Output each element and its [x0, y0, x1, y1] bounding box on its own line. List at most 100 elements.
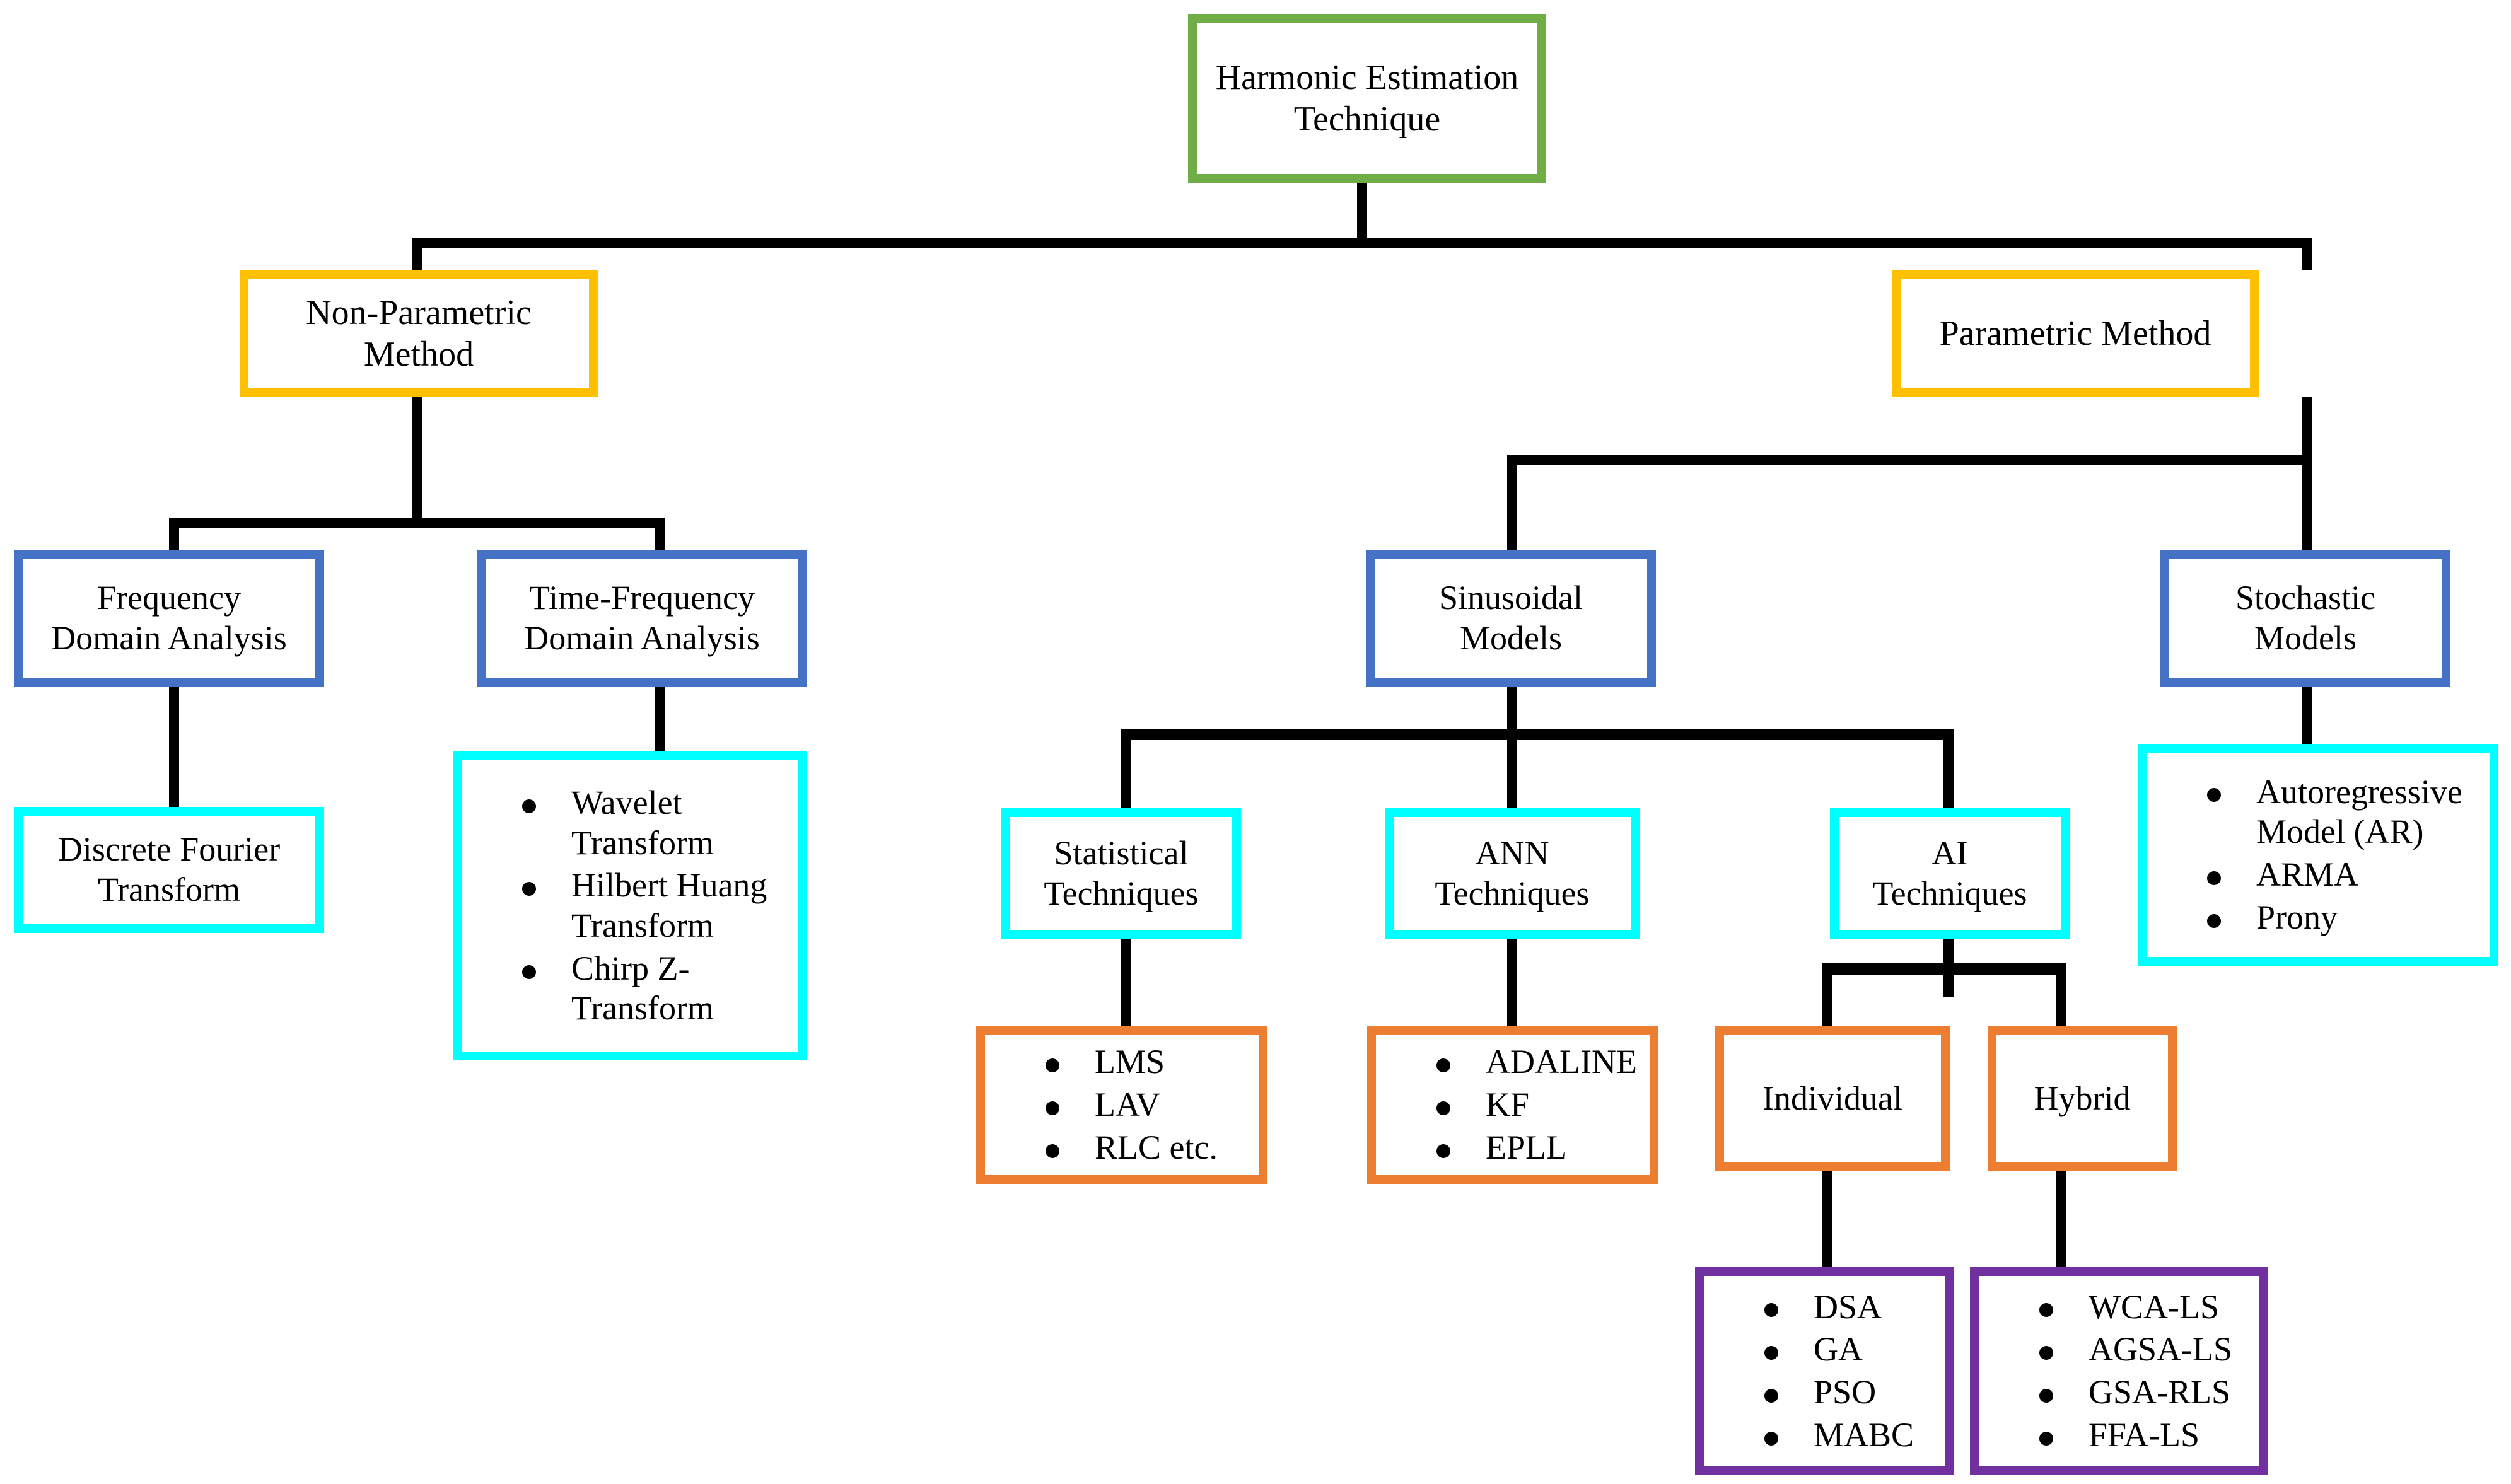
node-ai-line-1: AI [1931, 834, 1968, 872]
node-hybrid[interactable]: Hybrid [1988, 1026, 2177, 1171]
node-root-line-2: Technique [1293, 100, 1441, 139]
list-item: RLC etc. [1046, 1128, 1259, 1168]
list-item: MABC [1764, 1415, 1945, 1456]
bullet-icon [1764, 1388, 1778, 1403]
node-statistical-line-2: Techniques [1044, 874, 1199, 912]
node-sinusoidal-models[interactable]: Sinusoidal Models [1366, 550, 1656, 687]
list-item: Chirp Z-Transform [522, 949, 798, 1029]
bullet-icon [2039, 1431, 2053, 1446]
node-non-parametric-method[interactable]: Non-Parametric Method [240, 270, 598, 397]
node-individual-label: Individual [1762, 1079, 1902, 1118]
edge-bus-to-ann [1507, 729, 1517, 808]
bullet-icon [522, 882, 536, 896]
node-discrete-fourier-transform[interactable]: Discrete Fourier Transform [14, 807, 324, 933]
node-parametric-method[interactable]: Parametric Method [1892, 270, 2259, 397]
node-stochastic-methods-list[interactable]: Autoregressive Model (AR) ARMA Prony [2138, 744, 2498, 966]
node-hybrid-label: Hybrid [2034, 1079, 2131, 1118]
list-item: FFA-LS [2039, 1415, 2259, 1456]
node-ai-line-2: Techniques [1872, 874, 2027, 912]
list-item-label: Chirp Z-Transform [571, 949, 714, 1028]
node-root-line-1: Harmonic Estimation [1215, 57, 1519, 97]
list-item-label: MABC [1814, 1415, 1914, 1454]
node-ai-techniques[interactable]: AI Techniques [1830, 808, 2070, 939]
node-time-frequency-methods-list[interactable]: Wavelet Transform Hilbert Huang Transfor… [453, 751, 807, 1060]
list-item-label: EPLL [1486, 1128, 1567, 1166]
node-time-frequency-domain-analysis[interactable]: Time-Frequency Domain Analysis [477, 550, 807, 687]
edge-bus-to-stochastic [2302, 455, 2312, 551]
list-item: EPLL [1436, 1128, 1650, 1168]
time-frequency-methods-items: Wavelet Transform Hilbert Huang Transfor… [462, 783, 798, 1029]
bullet-icon [1436, 1058, 1450, 1073]
edge-individual-to-list [1822, 1171, 1832, 1267]
edge-hybrid-to-list [2056, 1171, 2066, 1267]
edge-root-stem [1357, 183, 1367, 246]
edge-bus-to-individual [1822, 963, 1832, 1026]
hybrid-methods-items: WCA-LS AGSA-LS GSA-RLS FFA-LS [1979, 1287, 2259, 1456]
node-frequency-domain-analysis[interactable]: Frequency Domain Analysis [14, 550, 324, 687]
bullet-icon [1436, 1144, 1450, 1158]
list-item: WCA-LS [2039, 1287, 2259, 1328]
bullet-icon [1764, 1346, 1778, 1360]
list-item-label: Wavelet Transform [571, 783, 714, 862]
list-item: LMS [1046, 1042, 1259, 1082]
node-ann-methods-list[interactable]: ADALINE KF EPLL [1367, 1026, 1658, 1184]
list-item: PSO [1764, 1372, 1945, 1413]
list-item: GA [1764, 1330, 1945, 1370]
bullet-icon [2039, 1346, 2053, 1360]
node-dft-line-2: Transform [97, 871, 241, 908]
node-root[interactable]: Harmonic Estimation Technique [1188, 14, 1546, 183]
node-time-frequency-line-2: Domain Analysis [524, 619, 760, 657]
edge-freqdom-to-dft [169, 687, 179, 807]
list-item: ADALINE [1436, 1042, 1650, 1082]
bullet-icon [2039, 1388, 2053, 1403]
bullet-icon [2207, 913, 2221, 928]
list-item-label: Autoregressive Model (AR) [2256, 772, 2462, 851]
node-parametric-line-1: Parametric Method [1939, 313, 2211, 353]
node-time-frequency-line-1: Time-Frequency [529, 579, 755, 617]
list-item-label: RLC etc. [1095, 1128, 1218, 1166]
node-frequency-domain-line-1: Frequency [97, 579, 241, 617]
edge-ai-bus [1822, 963, 2066, 975]
list-item: LAV [1046, 1085, 1259, 1125]
node-individual[interactable]: Individual [1715, 1026, 1950, 1171]
node-stochastic-models[interactable]: Stochastic Models [2160, 550, 2450, 687]
edge-bus-to-hybrid [2056, 963, 2066, 1026]
list-item-label: ADALINE [1486, 1043, 1637, 1081]
edge-param-bus [1507, 455, 2312, 465]
node-sinusoidal-line-2: Models [1460, 619, 1562, 657]
node-statistical-line-1: Statistical [1054, 834, 1189, 872]
bullet-icon [1046, 1101, 1059, 1116]
node-ann-techniques[interactable]: ANN Techniques [1385, 808, 1640, 939]
list-item-label: WCA-LS [2089, 1287, 2219, 1326]
edge-timefreq-to-list [655, 687, 665, 751]
bullet-icon [1046, 1058, 1059, 1073]
edge-bus-to-param [2302, 238, 2312, 270]
node-hybrid-methods-list[interactable]: WCA-LS AGSA-LS GSA-RLS FFA-LS [1970, 1267, 2268, 1475]
edge-level2-bus [412, 238, 2312, 248]
list-item: AGSA-LS [2039, 1330, 2259, 1370]
bullet-icon [1046, 1144, 1059, 1158]
list-item-label: ARMA [2256, 855, 2359, 893]
bullet-icon [2207, 788, 2221, 803]
node-statistical-methods-list[interactable]: LMS LAV RLC etc. [976, 1026, 1267, 1184]
bullet-icon [522, 965, 536, 979]
bullet-icon [1764, 1431, 1778, 1446]
list-item: Autoregressive Model (AR) [2207, 772, 2490, 852]
edge-bus-to-statistical [1121, 729, 1131, 808]
node-ann-line-1: ANN [1475, 834, 1549, 872]
edge-sinusoidal-bus [1121, 729, 1954, 740]
node-non-parametric-line-1: Non-Parametric [306, 293, 532, 332]
list-item: DSA [1764, 1287, 1945, 1328]
edge-bus-to-timefreq [655, 518, 665, 551]
edge-param-stem [2302, 397, 2312, 460]
node-ann-line-2: Techniques [1435, 874, 1590, 912]
edge-ann-to-list [1507, 939, 1517, 1026]
node-statistical-techniques[interactable]: Statistical Techniques [1001, 808, 1241, 939]
node-dft-line-1: Discrete Fourier [57, 830, 281, 869]
statistical-methods-items: LMS LAV RLC etc. [985, 1042, 1259, 1168]
node-frequency-domain-line-2: Domain Analysis [51, 619, 287, 657]
edge-statistical-to-list [1121, 939, 1131, 1026]
list-item-label: Prony [2256, 898, 2338, 936]
node-individual-methods-list[interactable]: DSA GA PSO MABC [1695, 1267, 1954, 1475]
